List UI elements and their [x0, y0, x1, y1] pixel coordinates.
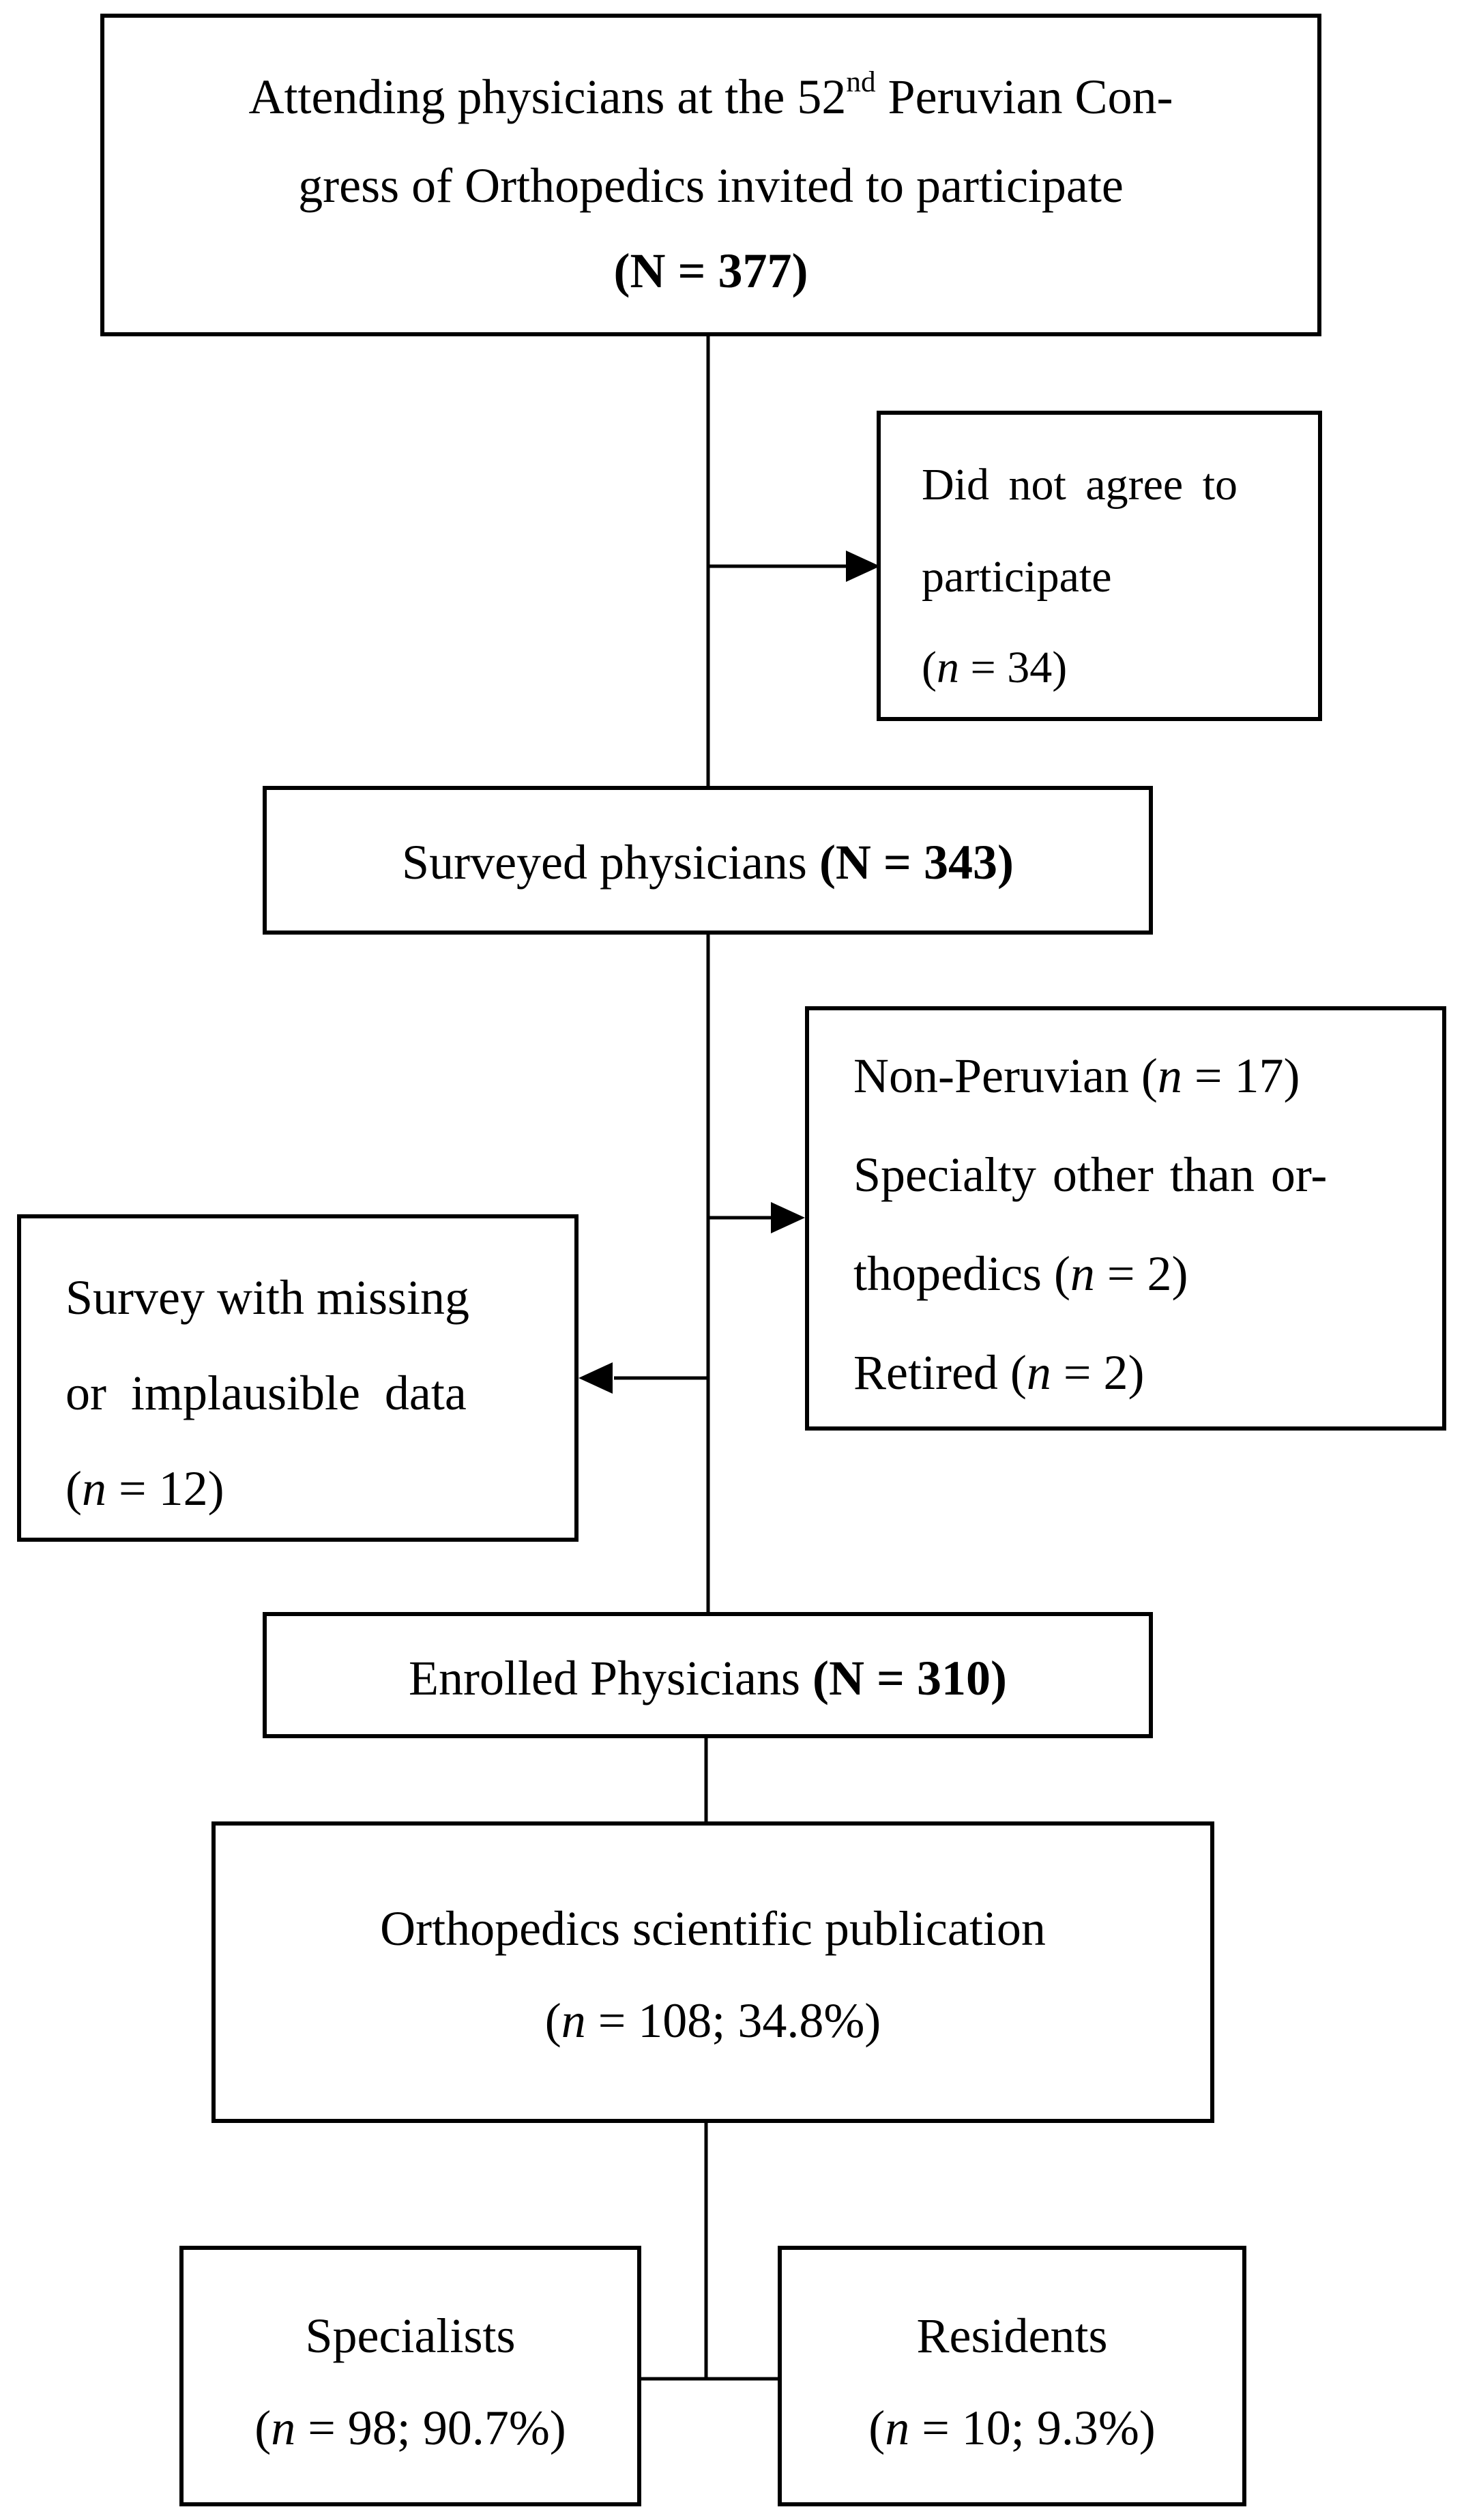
excluded-line3-value: = 2): [1094, 1246, 1188, 1301]
missing-count-value: = 12): [106, 1461, 224, 1516]
residents-box: Residents (n = 10; 9.3%): [778, 2246, 1246, 2506]
publication-count-prefix: (: [544, 1993, 561, 2048]
specialists-count-var: n: [271, 2401, 296, 2455]
excluded-line3-text: thopedics (: [853, 1246, 1070, 1301]
invited-line1: Attending physicians at the 52nd Peruvia…: [104, 68, 1317, 124]
surveyed-count: (N = 343): [819, 835, 1014, 890]
residents-count-var: n: [885, 2401, 910, 2455]
invited-box: Attending physicians at the 52nd Peruvia…: [100, 14, 1321, 336]
surveyed-text: Surveyed physicians (N = 343): [267, 838, 1149, 887]
residents-label: Residents: [916, 2309, 1108, 2363]
declined-count-var: n: [936, 643, 959, 692]
publication-count-value: = 108; 34.8%): [585, 1993, 881, 2048]
missing-line1: Survey with missing: [65, 1270, 470, 1325]
surveyed-label: Surveyed physicians: [402, 835, 819, 890]
missing-count-var: n: [81, 1461, 106, 1516]
surveyed-box: Surveyed physicians (N = 343): [263, 786, 1153, 935]
excluded-line3: thopedics (n = 2): [853, 1249, 1188, 1298]
excluded-line4-var: n: [1026, 1345, 1051, 1400]
missing-line2: or implausible data: [65, 1366, 467, 1420]
specialists-count-value: = 98; 90.7%): [295, 2401, 566, 2455]
enrolled-label: Enrolled Physicians: [409, 1651, 812, 1705]
arrowhead-declined: [846, 551, 880, 582]
excluded-line1-var: n: [1157, 1049, 1182, 1103]
declined-count-prefix: (: [922, 643, 937, 692]
residents-count-prefix: (: [868, 2401, 885, 2455]
excluded-line1: Non-Peruvian (n = 17): [853, 1051, 1300, 1100]
publication-count-var: n: [561, 1993, 586, 2048]
specialists-count: (n = 98; 90.7%): [184, 2403, 637, 2452]
invited-count: (N = 377): [104, 246, 1317, 295]
excluded-line1-value: = 17): [1182, 1049, 1300, 1103]
arrowhead-excluded: [771, 1202, 805, 1233]
excluded-line4: Retired (n = 2): [853, 1348, 1145, 1397]
declined-count: (n = 34): [922, 645, 1067, 690]
declined-box: Did not agree to participate (n = 34): [877, 411, 1322, 721]
excluded-line4-text: Retired (: [853, 1345, 1027, 1400]
publication-box: Orthopedics scientific publication (n = …: [211, 1821, 1214, 2123]
missing-count-prefix: (: [65, 1461, 82, 1516]
specialists-box: Specialists (n = 98; 90.7%): [179, 2246, 641, 2506]
invited-ordinal: nd: [846, 65, 876, 98]
excluded-line4-value: = 2): [1051, 1345, 1145, 1400]
arrowhead-missing: [579, 1362, 613, 1394]
excluded-line1-text: Non-Peruvian (: [853, 1049, 1158, 1103]
specialists-label: Specialists: [305, 2309, 516, 2363]
publication-count: (n = 108; 34.8%): [216, 1996, 1210, 2045]
missing-count: (n = 12): [65, 1464, 224, 1513]
enrolled-count: (N = 310): [812, 1651, 1007, 1705]
declined-line2: participate: [922, 552, 1112, 602]
invited-line1-text: Attending physicians at the 52: [248, 70, 847, 124]
specialists-count-prefix: (: [254, 2401, 272, 2455]
publication-line1: Orthopedics scientific publication: [380, 1901, 1046, 1956]
declined-count-value: = 34): [958, 643, 1068, 692]
excluded-line2: Specialty other than or-: [853, 1147, 1328, 1202]
declined-line1: Did not agree to: [922, 460, 1238, 510]
invited-line2: gress of Orthopedics invited to particip…: [298, 158, 1124, 213]
residents-count-value: = 10; 9.3%): [909, 2401, 1156, 2455]
excluded-line3-var: n: [1070, 1246, 1095, 1301]
enrolled-text: Enrolled Physicians (N = 310): [267, 1654, 1149, 1703]
excluded-box: Non-Peruvian (n = 17) Specialty other th…: [805, 1006, 1446, 1431]
missing-box: Survey with missing or implausible data …: [17, 1214, 579, 1542]
invited-count-value: (N = 377): [613, 244, 808, 298]
invited-line1-tail: Peruvian Con-: [875, 70, 1173, 124]
residents-count: (n = 10; 9.3%): [782, 2403, 1242, 2452]
enrolled-box: Enrolled Physicians (N = 310): [263, 1612, 1153, 1738]
